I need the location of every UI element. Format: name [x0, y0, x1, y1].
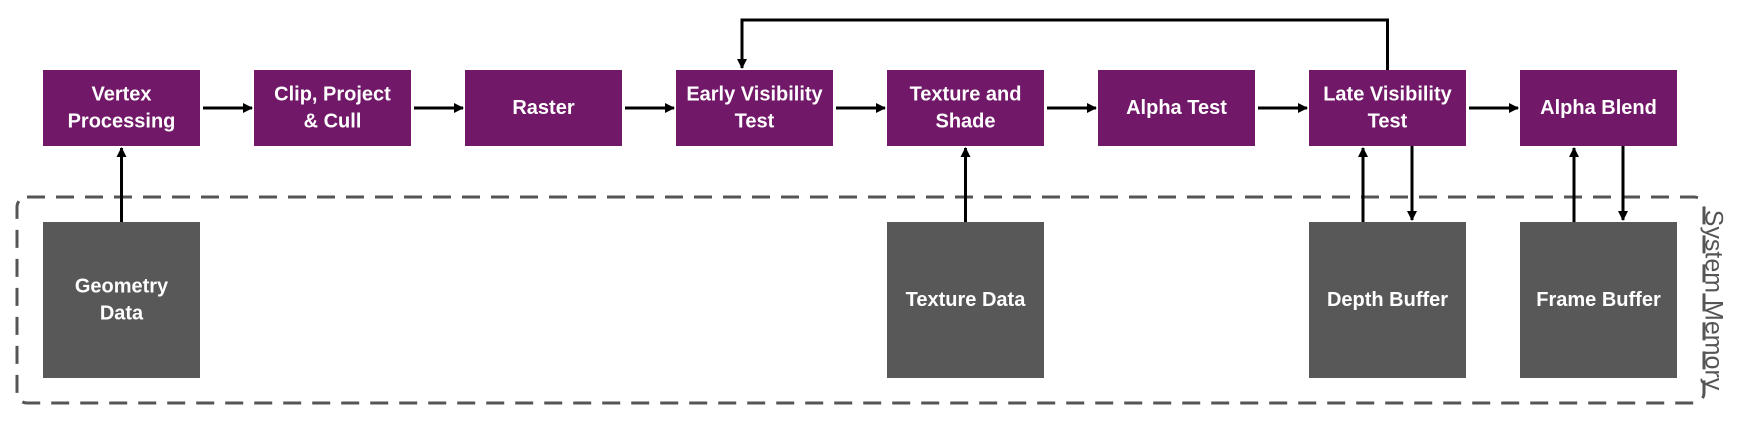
memory-frame-buffer-box — [1520, 222, 1677, 378]
stage-vertex-processing-label-line: Processing — [68, 111, 176, 133]
system-memory-label: System Memory — [1699, 210, 1727, 391]
stage-texture-and-shade-box — [887, 70, 1044, 146]
memory-geometry-data-box — [43, 222, 200, 378]
stage-clip-project-cull: Clip, Project & Cull — [254, 70, 411, 146]
stage-clip-project-cull-box — [254, 70, 411, 146]
memory-frame-buffer-label-line: Frame Buffer — [1536, 289, 1661, 311]
stage-early-visibility-test-label-line: Early Visibility — [686, 84, 823, 106]
memory-texture-data-label-line: Texture Data — [906, 289, 1027, 311]
stage-late-visibility-test-box — [1309, 70, 1466, 146]
stage-clip-project-cull-label-line: & Cull — [304, 111, 362, 133]
stage-vertex-processing-label-line: Vertex — [91, 84, 151, 106]
stage-alpha-blend: Alpha Blend — [1520, 70, 1677, 146]
memory-depth-buffer: Depth Buffer — [1309, 222, 1466, 378]
memory-frame-buffer: Frame Buffer — [1520, 222, 1677, 378]
stage-alpha-test: Alpha Test — [1098, 70, 1255, 146]
stage-early-visibility-test-label-line: Test — [735, 111, 775, 133]
arrows-layer — [116, 18, 1628, 222]
stage-raster: Raster — [465, 70, 622, 146]
stage-alpha-blend-box — [1520, 70, 1677, 146]
memory-texture-data-box — [887, 222, 1044, 378]
stage-texture-and-shade-label-line: Shade — [935, 111, 995, 133]
memory-depth-buffer-box — [1309, 222, 1466, 378]
stage-clip-project-cull-label-line: Clip, Project — [274, 84, 391, 106]
stage-texture-and-shade-label-line: Texture and — [910, 84, 1022, 106]
stage-raster-box — [465, 70, 622, 146]
stage-alpha-test-box — [1098, 70, 1255, 146]
stage-late-visibility-test-label-line: Test — [1368, 111, 1408, 133]
stage-raster-label-line: Raster — [512, 97, 574, 119]
stage-late-visibility-test-label-line: Late Visibility — [1323, 84, 1452, 106]
stage-alpha-test-label-line: Alpha Test — [1126, 97, 1227, 119]
memory-geometry-data-label-line: Geometry — [75, 276, 169, 298]
stage-vertex-processing-box — [43, 70, 200, 146]
system-memory-region — [15, 195, 1706, 405]
stage-alpha-blend-label-line: Alpha Blend — [1540, 97, 1657, 119]
stage-early-visibility-test-box — [676, 70, 833, 146]
memory-geometry-data-label-line: Data — [100, 303, 144, 325]
memory-depth-buffer-label-line: Depth Buffer — [1327, 289, 1448, 311]
memory-texture-data: Texture Data — [887, 222, 1044, 378]
arrow-feedback-late-to-early — [737, 18, 1389, 70]
